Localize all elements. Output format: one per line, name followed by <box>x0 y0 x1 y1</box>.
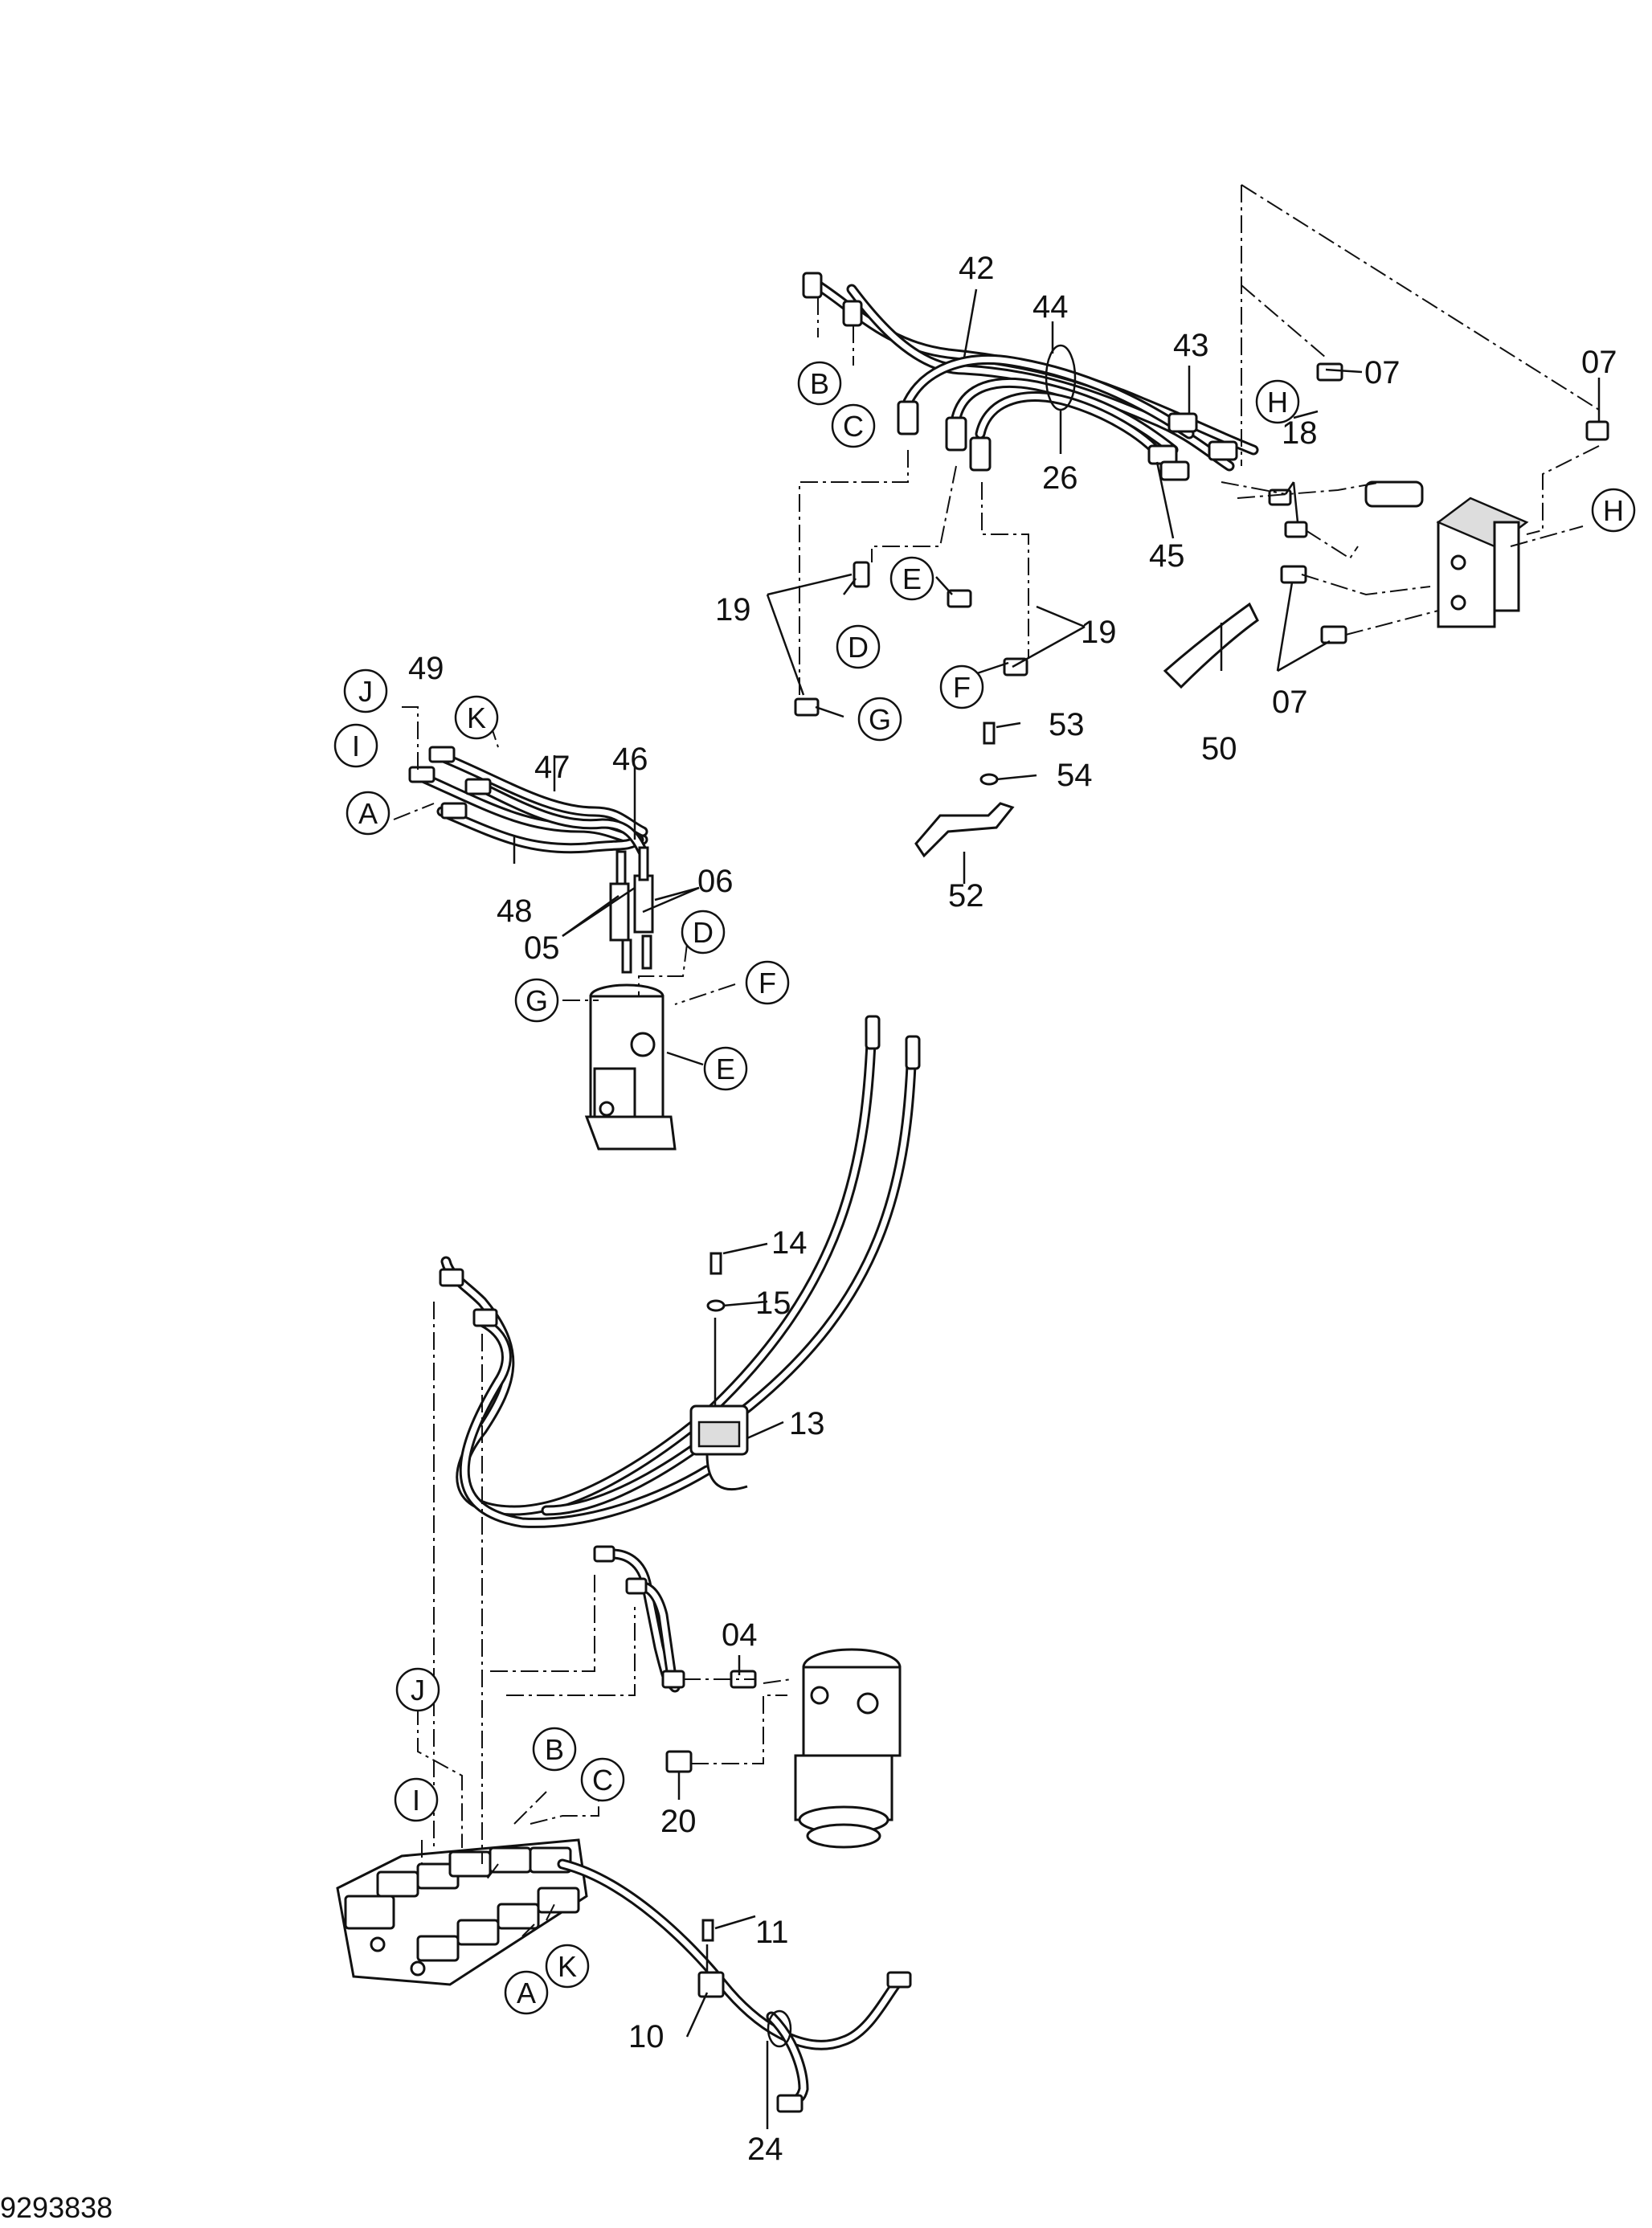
svg-text:D: D <box>848 631 869 664</box>
label-26: 26 <box>1042 460 1078 496</box>
svg-text:G: G <box>869 703 891 736</box>
callout-K-low: K <box>545 1944 590 1989</box>
svg-text:F: F <box>953 671 971 704</box>
svg-text:A: A <box>517 1977 536 2009</box>
callout-C-low: C <box>580 1757 625 1802</box>
callout-C-top: C <box>831 403 876 448</box>
label-47: 47 <box>534 750 570 785</box>
svg-text:E: E <box>716 1053 735 1085</box>
label-11: 11 <box>755 1915 789 1950</box>
callout-I-mid: I <box>333 723 378 768</box>
elbow-fittings <box>1268 362 1609 644</box>
svg-text:E: E <box>902 562 922 595</box>
callout-F-mid: F <box>745 960 790 1005</box>
swivel-fittings <box>794 561 1028 717</box>
label-18: 18 <box>1282 415 1318 451</box>
label-19-a: 19 <box>715 592 751 628</box>
callout-D-top: D <box>836 624 881 669</box>
label-07-a: 07 <box>1364 355 1401 390</box>
top-callout-leaders <box>766 288 1601 884</box>
motor-hoses <box>593 1545 757 1773</box>
callout-J-low: J <box>395 1667 440 1712</box>
hose-guard-50 <box>1163 602 1259 689</box>
label-07-b: 07 <box>1581 345 1617 380</box>
svg-text:C: C <box>592 1764 613 1797</box>
callout-A-low: A <box>504 1970 549 2015</box>
svg-text:B: B <box>810 367 829 400</box>
callout-H-top: H <box>1255 379 1300 424</box>
drawing-id: 9293838 <box>0 2191 112 2224</box>
label-44: 44 <box>1032 289 1069 325</box>
lower-hose-24 <box>557 1858 912 2129</box>
svg-text:D: D <box>693 916 714 949</box>
label-20: 20 <box>660 1804 697 1839</box>
valve-reference-lines <box>417 1302 636 1937</box>
callout-B-low: B <box>532 1727 577 1772</box>
label-14: 14 <box>771 1225 808 1261</box>
svg-text:B: B <box>545 1733 564 1766</box>
label-46: 46 <box>612 742 648 777</box>
label-04: 04 <box>722 1617 758 1653</box>
callout-I-low: I <box>394 1777 439 1822</box>
callout-E-mid: E <box>703 1046 748 1091</box>
callout-D-mid: D <box>681 910 726 955</box>
label-53: 53 <box>1049 707 1085 742</box>
top-reference-lines <box>799 184 1600 699</box>
part-number-labels: 42 44 43 07 07 18 26 45 19 19 50 07 53 5… <box>408 251 1617 2167</box>
label-06: 06 <box>697 864 734 899</box>
svg-text:H: H <box>1603 494 1624 527</box>
label-07-c: 07 <box>1272 685 1308 720</box>
label-43: 43 <box>1173 328 1209 363</box>
svg-text:J: J <box>411 1674 425 1707</box>
solenoid-valve-block <box>1364 480 1529 628</box>
label-49: 49 <box>408 651 444 686</box>
svg-text:G: G <box>525 984 548 1017</box>
svg-text:C: C <box>843 410 864 443</box>
upper-hose-bundle <box>802 272 1259 481</box>
label-15: 15 <box>755 1286 791 1321</box>
swivel-joint-body <box>584 846 677 1151</box>
label-54: 54 <box>1057 758 1093 793</box>
label-45: 45 <box>1149 538 1185 574</box>
svg-text:I: I <box>412 1784 420 1817</box>
callout-H-right: H <box>1591 488 1636 533</box>
callout-J-mid: J <box>343 668 388 713</box>
label-24: 24 <box>747 2132 783 2167</box>
label-05: 05 <box>524 930 560 966</box>
swivel-reference-lines <box>393 706 736 1066</box>
svg-text:K: K <box>467 701 486 734</box>
reference-letter-callouts: B C H H E D F G J K I A D F G E J B C I … <box>333 361 1636 2015</box>
control-valve-bank <box>336 1838 588 1986</box>
label-52: 52 <box>948 878 984 914</box>
label-50: 50 <box>1201 731 1237 767</box>
bracket-52 <box>914 722 1015 858</box>
label-42: 42 <box>959 251 995 286</box>
travel-motor <box>794 1648 902 1849</box>
svg-text:I: I <box>352 730 360 762</box>
label-48: 48 <box>497 893 533 929</box>
hose-clamp-13 <box>689 1242 784 1491</box>
callout-B-top: B <box>797 361 842 406</box>
label-19-b: 19 <box>1081 615 1117 650</box>
callout-G-mid: G <box>514 978 559 1023</box>
svg-text:H: H <box>1267 386 1288 419</box>
swivel-joint-hoses <box>408 746 648 857</box>
long-travel-hoses <box>439 1015 921 1528</box>
label-10: 10 <box>628 2019 664 2054</box>
label-13: 13 <box>789 1406 825 1441</box>
motor-reference-lines <box>677 1655 792 1800</box>
svg-text:A: A <box>358 797 378 830</box>
callout-A-mid: A <box>346 791 391 836</box>
callout-K-mid: K <box>454 695 499 740</box>
svg-text:F: F <box>759 967 776 1000</box>
svg-text:J: J <box>358 675 373 708</box>
callout-F-top: F <box>939 664 984 709</box>
callout-E-top: E <box>889 556 934 601</box>
callout-G-top: G <box>857 697 902 742</box>
svg-text:K: K <box>558 1950 577 1983</box>
